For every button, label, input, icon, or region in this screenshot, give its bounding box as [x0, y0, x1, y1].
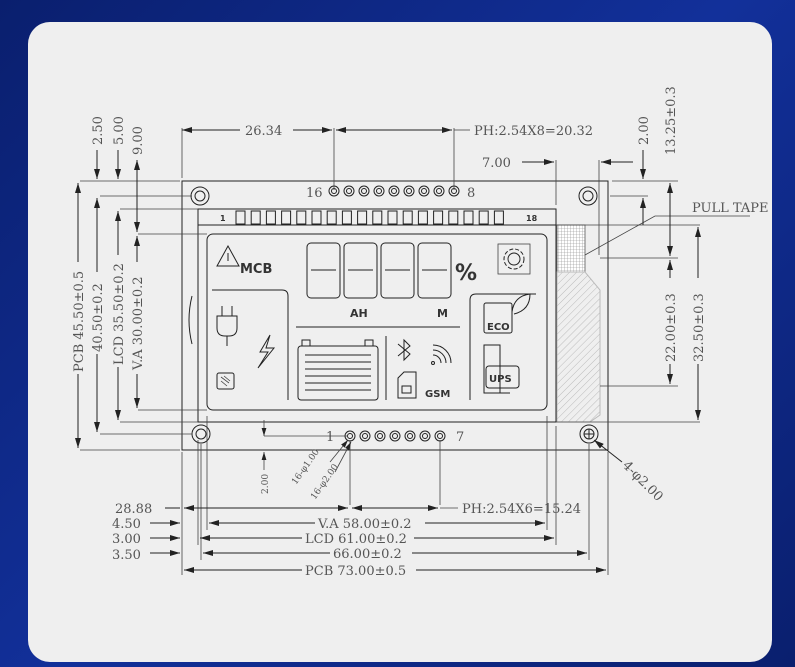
bluetooth-icon	[397, 338, 411, 362]
pin-pad	[434, 430, 446, 442]
battery-icon	[297, 339, 379, 401]
left-panel-divider	[212, 289, 289, 400]
dim-28-88: 28.88	[115, 502, 152, 517]
percent-label: %	[455, 261, 477, 286]
warning-icon	[216, 244, 240, 267]
pin-pad	[389, 430, 401, 442]
ups-label: UPS	[489, 374, 512, 385]
lcd-outline	[197, 208, 557, 423]
lcd-pin-pads	[235, 210, 504, 225]
sim-card-icon	[397, 371, 417, 399]
lcd-pin-last-label: 18	[526, 214, 538, 223]
dim-5-00: 5.00	[112, 116, 127, 145]
lcd-pad	[235, 210, 246, 225]
dim-4-50: 4.50	[112, 517, 141, 532]
dim-3-50: 3.50	[112, 548, 141, 563]
pin-pad	[373, 185, 385, 197]
top-pin-row	[328, 185, 460, 197]
plug-icon	[216, 306, 238, 346]
mcb-label: MCB	[240, 262, 272, 277]
lcd-pad	[265, 210, 276, 225]
pin-pad	[343, 185, 355, 197]
lcd-pad	[448, 210, 459, 225]
dim-va-width: V.A 58.00±0.2	[317, 517, 412, 532]
lcd-pad	[478, 210, 489, 225]
lcd-pad	[281, 210, 292, 225]
pin-pad	[418, 185, 430, 197]
lcd-pad	[326, 210, 337, 225]
dim-pcb-width: PCB 73.00±0.5	[305, 564, 406, 579]
dim-13-25: 13.25±0.3	[664, 86, 679, 155]
dim-va-height: V.A 30.00±0.2	[131, 276, 146, 371]
lcd-pad	[250, 210, 261, 225]
pcb-outline	[181, 180, 609, 451]
top-pin-last-label: 8	[467, 186, 475, 201]
seven-segment-digits	[306, 242, 452, 299]
pin-pad	[404, 430, 416, 442]
signal-icon	[431, 344, 452, 365]
bottom-pin-last-label: 7	[456, 430, 464, 445]
dim-hole-width: 66.00±0.2	[333, 547, 402, 562]
dim-9-00: 9.00	[131, 126, 146, 155]
dim-22-00: 22.00±0.3	[664, 293, 679, 362]
ah-label: AH	[350, 307, 368, 320]
dim-2-50: 2.50	[91, 116, 106, 145]
dim-pcb-height: PCB 45.50±0.5	[72, 271, 87, 372]
dim-top-pitch: PH:2.54X8=20.32	[474, 124, 593, 139]
gsm-label: GSM	[425, 389, 450, 400]
solar-icon	[216, 372, 235, 390]
lcd-pad	[311, 210, 322, 225]
ups-computer-icon	[483, 344, 520, 394]
pin-pad	[359, 430, 371, 442]
lcd-pin-first-label: 1	[220, 214, 226, 223]
pin-pad	[374, 430, 386, 442]
viewing-area	[206, 233, 548, 411]
pin-pad	[433, 185, 445, 197]
eco-battery-icon	[483, 293, 531, 334]
pin-pad	[419, 430, 431, 442]
gear-icon	[497, 243, 531, 275]
pull-tape-label: PULL TAPE	[692, 201, 768, 216]
pin-pad	[388, 185, 400, 197]
dim-7-00: 7.00	[482, 156, 511, 171]
lcd-pad	[463, 210, 474, 225]
bottom-pin-row	[344, 430, 446, 442]
bezel-notch	[188, 295, 193, 345]
top-pin-first-label: 16	[306, 186, 323, 201]
dim-26-34: 26.34	[245, 124, 282, 139]
flex-cable-hatch	[556, 271, 601, 423]
pull-tape-grid	[556, 224, 586, 273]
pin-pad	[403, 185, 415, 197]
dim-32-50: 32.50±0.3	[692, 293, 707, 362]
lcd-pad	[433, 210, 444, 225]
lcd-pad	[372, 210, 383, 225]
right-panel-divider	[469, 293, 536, 400]
dim-2-00: 2.00	[637, 116, 652, 145]
m-label: M	[437, 307, 448, 320]
lcd-pad	[402, 210, 413, 225]
lcd-pad	[387, 210, 398, 225]
lcd-pad	[357, 210, 368, 225]
dim-lcd-height: LCD 35.50±0.2	[112, 263, 127, 365]
pin-hole-note: 16-φ1.00	[290, 447, 322, 486]
mount-hole-note: 4-φ2.00	[619, 458, 665, 504]
pin-pad	[358, 185, 370, 197]
dim-bottom-pitch: PH:2.54X6=15.24	[462, 502, 581, 517]
dim-pin-offset: 2.00	[261, 474, 271, 494]
lcd-pad	[493, 210, 504, 225]
bottom-pin-first-label: 1	[326, 430, 334, 445]
lcd-pad	[296, 210, 307, 225]
lcd-pad	[417, 210, 428, 225]
pin-pad-note: 16-φ2.00	[309, 462, 341, 501]
lightning-icon	[257, 334, 276, 369]
dim-hole-height: 40.50±0.2	[91, 283, 106, 352]
lcd-pad	[341, 210, 352, 225]
eco-label: ECO	[487, 322, 510, 333]
dim-3-00: 3.00	[112, 532, 141, 547]
dim-lcd-width: LCD 61.00±0.2	[305, 532, 407, 547]
